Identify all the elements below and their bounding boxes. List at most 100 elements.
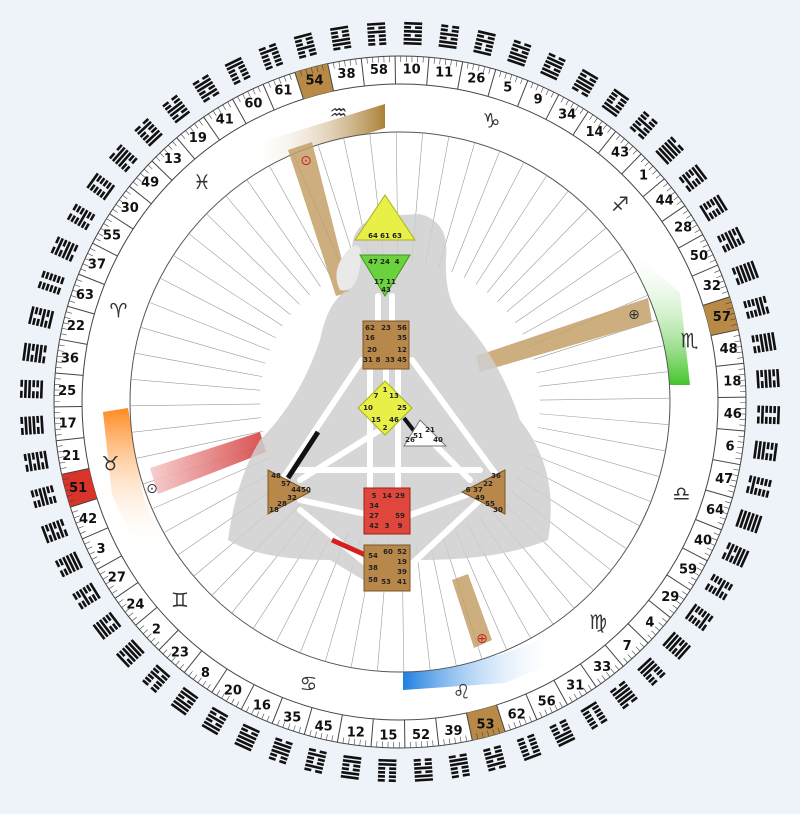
- gate-number: 24: [126, 598, 144, 613]
- gate-number: 10: [403, 63, 421, 78]
- throat-gate: 23: [381, 324, 391, 332]
- gate-number: 15: [379, 728, 397, 743]
- gate-number: 22: [67, 319, 85, 334]
- gate-number: 5: [503, 80, 512, 95]
- gate-number: 1: [639, 168, 648, 183]
- root-gate: 38: [368, 564, 378, 572]
- sacral-gate: 34: [369, 502, 379, 510]
- g-gate: 46: [389, 416, 399, 424]
- heart-gate: 40: [433, 436, 443, 444]
- gate-number: 38: [337, 67, 355, 82]
- sacral-gate: 3: [385, 522, 390, 530]
- gate-number: 56: [538, 694, 556, 709]
- head-gate: 61: [380, 232, 390, 240]
- head-gate: 63: [392, 232, 402, 240]
- root-gate: 19: [397, 558, 407, 566]
- heart-gate: 21: [425, 426, 435, 434]
- gate-number: 6: [726, 440, 735, 455]
- gate-number: 21: [62, 449, 80, 464]
- gate-number: 33: [593, 660, 611, 675]
- gate-number: 18: [723, 374, 741, 389]
- gate-number: 42: [79, 512, 97, 527]
- gate-number: 23: [171, 645, 189, 660]
- gate-number: 35: [283, 711, 301, 726]
- planet-marker: ⊕: [476, 631, 488, 647]
- head-gate: 64: [368, 232, 378, 240]
- gate-number: 36: [61, 351, 79, 366]
- root-gate: 53: [381, 578, 391, 586]
- gate-number: 37: [88, 257, 106, 272]
- gate-number: 25: [58, 384, 76, 399]
- gate-number: 44: [656, 193, 674, 208]
- ajna-gate: 11: [386, 278, 396, 286]
- root-gate: 54: [368, 552, 378, 560]
- ajna-gate: 17: [374, 278, 384, 286]
- throat-gate: 45: [397, 356, 407, 364]
- gate-number: 62: [508, 707, 526, 722]
- zodiac-sign: ♓: [193, 170, 211, 194]
- gate-number: 16: [253, 699, 271, 714]
- gate-number: 58: [370, 63, 388, 78]
- solar-gate: 30: [493, 506, 503, 514]
- zodiac-sign: ♏: [681, 328, 699, 352]
- throat-gate: 20: [367, 346, 377, 354]
- gate-number: 8: [201, 666, 210, 681]
- g-gate: 13: [389, 392, 399, 400]
- spleen-gate: 32: [287, 494, 297, 502]
- zodiac-sign: ♒: [329, 100, 347, 124]
- zodiac-sign: ♑: [483, 108, 501, 132]
- g-gate: 7: [374, 392, 379, 400]
- zodiac-sign: ♊: [171, 588, 189, 612]
- ajna-gate: 4: [395, 258, 400, 266]
- throat-gate: 56: [397, 324, 407, 332]
- sacral-gate: 9: [398, 522, 403, 530]
- gate-number: 52: [412, 728, 430, 743]
- zodiac-sign: ♈: [110, 299, 128, 323]
- gate-number: 11: [435, 65, 453, 80]
- gate-number: 60: [244, 97, 262, 112]
- gate-number: 48: [720, 342, 738, 357]
- root-gate: 41: [397, 578, 407, 586]
- sacral-gate: 59: [395, 512, 405, 520]
- gate-number: 30: [121, 201, 139, 216]
- spleen-gate: 57: [281, 480, 291, 488]
- spleen-gate: 48: [271, 472, 281, 480]
- zodiac-sign: ♎: [673, 481, 691, 505]
- gate-number: 7: [623, 639, 632, 654]
- zodiac-sign: ♉: [101, 452, 119, 476]
- gate-number: 3: [96, 542, 105, 557]
- root-gate: 39: [397, 568, 407, 576]
- solar-gate: 22: [483, 480, 493, 488]
- sacral-gate: 29: [395, 492, 405, 500]
- gate-number: 20: [224, 684, 242, 699]
- sacral-gate: 5: [372, 492, 377, 500]
- gate-number: 57: [713, 310, 731, 325]
- gate-number: 41: [216, 112, 234, 127]
- sacral-gate: 27: [369, 512, 379, 520]
- g-gate: 25: [397, 404, 407, 412]
- planet-marker: ⊙: [146, 481, 158, 497]
- gate-number: 64: [706, 503, 724, 518]
- spleen-gate: 50: [301, 486, 311, 494]
- zodiac-sign: ♌: [453, 680, 471, 704]
- root-gate: 52: [397, 548, 407, 556]
- spleen-gate: 18: [269, 506, 279, 514]
- gate-number: 39: [444, 724, 462, 739]
- throat-gate: 16: [365, 334, 375, 342]
- gate-number: 2: [152, 623, 161, 638]
- g-gate: 1: [383, 386, 388, 394]
- planet-marker: ⊙: [300, 153, 312, 169]
- throat-gate: 12: [397, 346, 407, 354]
- gate-number: 49: [141, 175, 159, 190]
- solar-gate: 6: [466, 486, 471, 494]
- throat-gate: 31: [363, 356, 373, 364]
- g-gate: 15: [371, 416, 381, 424]
- gate-number: 50: [690, 249, 708, 264]
- gate-number: 19: [189, 131, 207, 146]
- gate-number: 59: [679, 563, 697, 578]
- gate-number: 13: [164, 152, 182, 167]
- throat-gate: 35: [397, 334, 407, 342]
- ajna-gate: 24: [380, 258, 390, 266]
- gate-number: 47: [715, 472, 733, 487]
